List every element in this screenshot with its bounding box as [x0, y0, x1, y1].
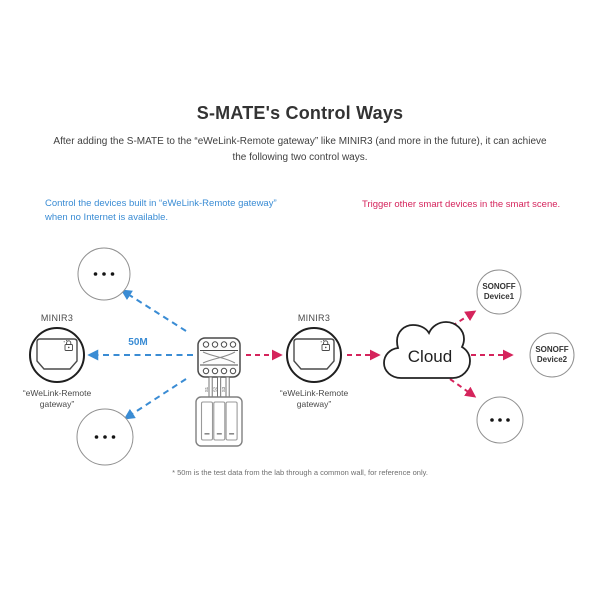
sonoff-device2-label: SONOFF Device2: [535, 345, 569, 365]
smate-terminals: [202, 341, 237, 375]
gateway-left-caption: “eWeLink-Remote gateway”: [22, 388, 92, 410]
scene-control-note: Trigger other smart devices in the smart…: [362, 199, 561, 210]
gateway-right-icon: [286, 327, 342, 383]
lock-icon: [320, 340, 330, 351]
sonoff-device1-label: SONOFF Device1: [482, 282, 516, 302]
ellipsis-dots-icon: [93, 272, 115, 276]
gateway-left-icon: [29, 327, 85, 383]
wire-label: S3: [221, 386, 226, 392]
footnote: * 50m is the test data from the lab thro…: [172, 468, 428, 477]
local-control-note: Control the devices built in “eWeLink-Re…: [45, 198, 277, 223]
wire-label: S2: [213, 386, 218, 392]
wire: [225, 376, 230, 398]
lock-icon: [63, 340, 73, 351]
distance-label: 50M: [128, 337, 148, 348]
gateway-right-title: MINIR3: [297, 313, 331, 323]
page-subtitle: After adding the S-MATE to the “eWeLink-…: [53, 136, 547, 163]
blue-dashed-arrows: [87, 289, 193, 420]
cloud-label: Cloud: [407, 347, 453, 366]
gateway-left-title: MINIR3: [40, 313, 74, 323]
minir3-device-icon: [293, 338, 335, 370]
smate-switch-wires: S1 S2 S3: [204, 376, 230, 398]
arrow-smate-to-top-device: [120, 289, 187, 332]
page-title: S-MATE's Control Ways: [196, 103, 404, 123]
arrow-smate-to-bottom-device: [123, 378, 187, 420]
cloud-icon: [383, 321, 471, 379]
red-dashed-arrows: [246, 310, 514, 398]
wall-switch-icon: [195, 396, 243, 447]
sonoff-device1-circle: [476, 269, 522, 315]
sonoff-device2-circle: [529, 332, 575, 378]
gateway-right-caption: “eWeLink-Remote gateway”: [279, 388, 349, 410]
ellipsis-dots-icon: [94, 435, 116, 439]
smate-center-pattern: [202, 351, 236, 364]
wire-label: S1: [204, 386, 209, 392]
ellipsis-dots-icon: [490, 418, 510, 422]
smate-device-icon: [197, 337, 241, 378]
arrow-cloud-to-more-devices: [449, 378, 477, 398]
minir3-device-icon: [36, 338, 78, 370]
ellipsis-device-circles: [76, 247, 575, 466]
